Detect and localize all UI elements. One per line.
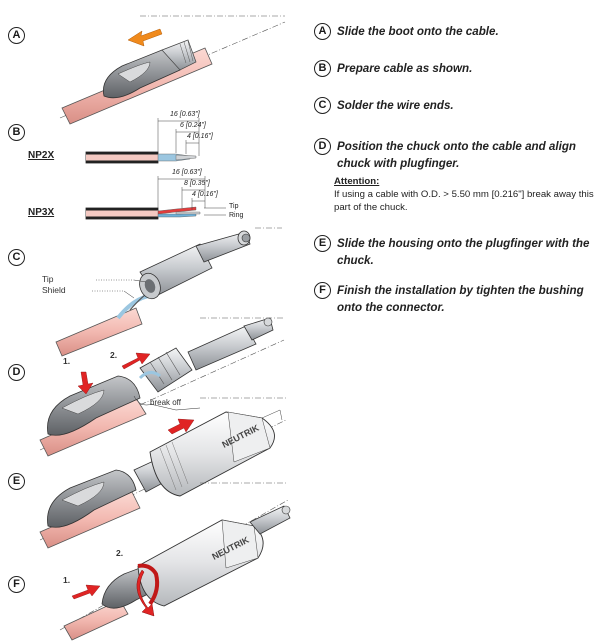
tip-label: Tip xyxy=(229,203,239,210)
shield-callout-label: Shield xyxy=(42,285,66,295)
step-c-badge: C xyxy=(8,249,25,266)
step-d-num-2: 2. xyxy=(110,350,118,360)
step-e-badge: E xyxy=(8,473,25,490)
np2x-label: NP2X xyxy=(28,150,55,161)
step-c-illustration xyxy=(55,227,282,357)
attention-text: If using a cable with O.D. > 5.50 mm [0.… xyxy=(334,189,594,213)
orange-arrow-icon xyxy=(127,28,163,47)
np3x-dim-16: 16 [0.63"] xyxy=(172,169,202,176)
instruction-f: F Finish the installation by tighten the… xyxy=(314,282,590,316)
attention-title: Attention: xyxy=(334,176,380,187)
instruction-d-badge: D xyxy=(314,138,331,155)
instruction-c: C Solder the wire ends. xyxy=(314,97,590,114)
step-f-badge: F xyxy=(8,576,25,593)
instruction-d: D Position the chuck onto the cable and … xyxy=(314,138,590,172)
np2x-dim-4: 4 [0.16"] xyxy=(187,133,213,140)
np3x-dim-4: 4 [0.16"] xyxy=(192,191,218,198)
step-d-num-1: 1. xyxy=(63,356,71,366)
instruction-e-text: Slide the housing onto the plugfinger wi… xyxy=(337,237,590,267)
instruction-f-text: Finish the installation by tighten the b… xyxy=(337,284,584,314)
instruction-a: A Slide the boot onto the cable. xyxy=(314,23,590,40)
step-b-badge: B xyxy=(8,124,25,141)
step-f-illustration: NEUTRIK xyxy=(59,482,291,641)
np3x-dim-8: 8 [0.35"] xyxy=(184,180,210,187)
instruction-f-badge: F xyxy=(314,282,331,299)
instruction-b-badge: B xyxy=(314,60,331,77)
np3x-label: NP3X xyxy=(28,207,55,218)
attention-note: Attention: If using a cable with O.D. > … xyxy=(334,175,594,214)
step-d-illustration xyxy=(39,317,285,457)
instruction-b-text: Prepare cable as shown. xyxy=(337,62,473,75)
instruction-c-badge: C xyxy=(314,97,331,114)
instruction-d-text: Position the chuck onto the cable and al… xyxy=(337,140,576,170)
red-rotation-arrow-icon xyxy=(136,569,155,617)
instruction-a-badge: A xyxy=(314,23,331,40)
red-arrow-icon xyxy=(167,418,195,435)
instruction-e-badge: E xyxy=(314,235,331,252)
tip-callout-label: Tip xyxy=(42,274,54,284)
break-off-label: break off xyxy=(150,398,181,407)
np2x-dim-16: 16 [0.63"] xyxy=(170,111,200,118)
step-b-illustration xyxy=(85,118,226,220)
step-d-badge: D xyxy=(8,364,25,381)
red-arrow-icon xyxy=(71,584,101,600)
step-f-num-2: 2. xyxy=(116,548,124,558)
instruction-e: E Slide the housing onto the plugfinger … xyxy=(314,235,590,269)
np2x-dim-6: 6 [0.24"] xyxy=(180,122,206,129)
instruction-b: B Prepare cable as shown. xyxy=(314,60,590,77)
step-a-illustration xyxy=(59,15,286,125)
ring-label: Ring xyxy=(229,212,244,219)
instruction-c-text: Solder the wire ends. xyxy=(337,99,454,112)
step-f-num-1: 1. xyxy=(63,575,71,585)
step-a-badge: A xyxy=(8,27,25,44)
instruction-a-text: Slide the boot onto the cable. xyxy=(337,25,499,38)
red-arrow-icon xyxy=(77,371,94,395)
red-arrow-icon xyxy=(121,352,151,370)
step-e-illustration: NEUTRIK xyxy=(39,397,287,549)
